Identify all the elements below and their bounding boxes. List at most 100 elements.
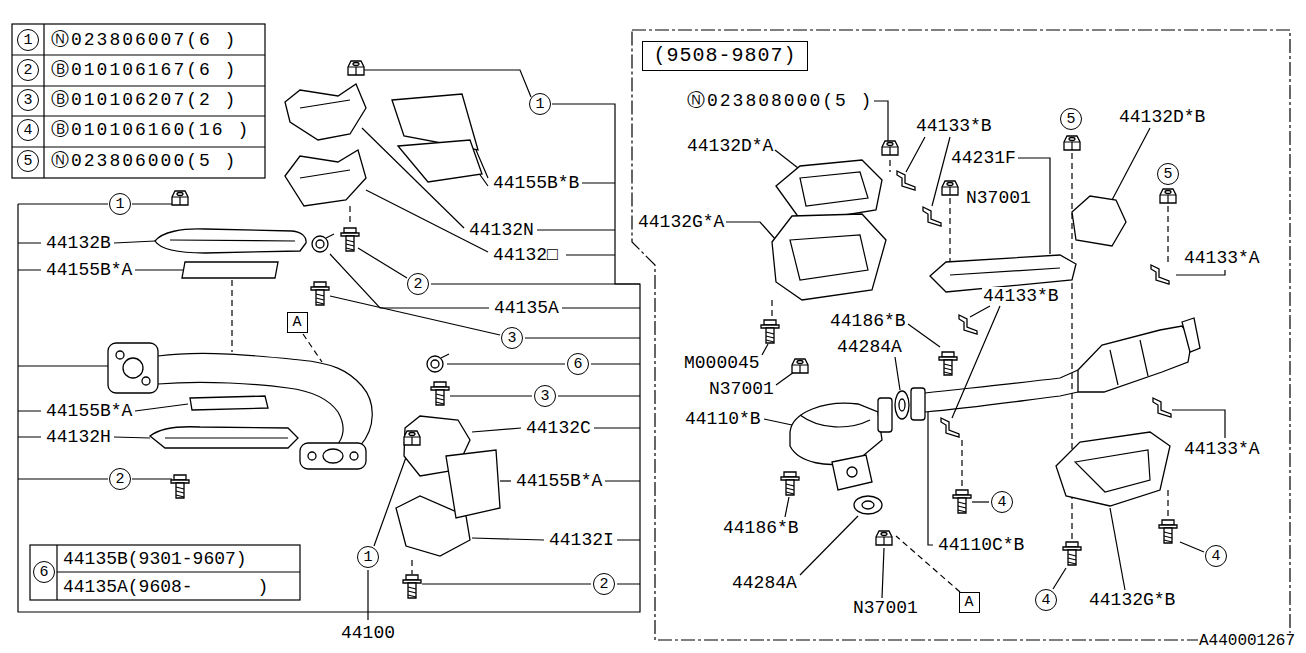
heat-shield (776, 160, 882, 222)
table-grid (12, 24, 265, 178)
callout-circle: 1 (529, 93, 551, 115)
fastener (1063, 542, 1081, 565)
callout-circle: 4 (991, 491, 1013, 513)
fastener (941, 418, 959, 437)
exhaust-manifold (116, 351, 124, 359)
leader-line (895, 357, 900, 390)
catalytic-converter (832, 455, 872, 490)
leader-line (500, 480, 511, 481)
fastener (172, 191, 188, 205)
heat-shield (800, 172, 868, 206)
leader-line (785, 497, 789, 517)
leader-line (1176, 270, 1225, 275)
callout-circle: 1 (17, 29, 39, 51)
period-text: (9508-9807) (653, 46, 796, 66)
callout-circle: 2 (17, 59, 39, 81)
leader-line (114, 241, 155, 243)
fastener (1160, 189, 1176, 203)
part-number: 44132□ (492, 246, 559, 264)
callout-circle: 1 (109, 193, 131, 215)
fastener (882, 141, 898, 155)
pipe-clamp (431, 360, 439, 368)
pipe-clamp (441, 354, 449, 358)
fastener (781, 472, 799, 495)
fastener (431, 382, 449, 405)
part-number: 44155B*B (492, 174, 580, 192)
table-grid (12, 24, 300, 600)
callout-circle: 5 (17, 150, 39, 172)
heat-shield (772, 214, 886, 300)
diagram-code: A440001267 (1198, 633, 1296, 649)
leader-line (472, 538, 544, 540)
part-number: 44132G*A (637, 213, 725, 231)
leader-line (362, 70, 531, 97)
fastener (792, 359, 808, 373)
catalytic-converter (1110, 340, 1148, 385)
leader-line (349, 206, 350, 226)
insulator-sheet (190, 396, 268, 410)
heat-shield (150, 427, 298, 448)
period-box: (9508-9807) (642, 41, 808, 71)
leader-line (726, 222, 776, 240)
table-cell: Ⓑ010106167(6 ) (50, 61, 238, 79)
fastener (404, 431, 420, 445)
table-grid (57, 545, 300, 600)
callout-circle: 5 (1157, 163, 1179, 185)
region-outline (632, 30, 1290, 640)
heat-shield (285, 84, 366, 140)
callout-circle: 6 (33, 561, 55, 583)
table-cell: Ⓑ010106160(16 ) (50, 121, 251, 139)
exhaust-manifold (308, 452, 316, 460)
part-number: 44135A (493, 299, 560, 317)
callout-circle: 2 (593, 573, 615, 595)
leader-line (771, 300, 772, 318)
callout-number: 6 (39, 565, 48, 580)
reference-box: A (287, 312, 308, 333)
fastener (1153, 398, 1171, 417)
heat-shield (285, 150, 366, 206)
part-number: 44133*A (1183, 440, 1261, 458)
fastener (939, 352, 957, 375)
table-cell: 44135A(9608- ) (62, 578, 269, 596)
callout-number: 1 (535, 97, 544, 112)
exhaust-manifold (323, 449, 343, 463)
bracket-line (18, 104, 640, 612)
leader-line (1180, 542, 1204, 552)
fastener (171, 61, 1177, 598)
callout-number: 1 (115, 197, 124, 212)
fastener (311, 282, 329, 305)
part-number: N37001 (852, 599, 919, 617)
callout-number: 1 (23, 33, 32, 48)
exhaust-manifold (350, 452, 358, 460)
callout-number: 4 (1041, 593, 1050, 608)
fastener (761, 320, 779, 343)
exhaust-manifold (300, 443, 366, 469)
leader-line (952, 306, 1000, 418)
insulator-sheet (446, 450, 500, 518)
part-number: 44132D*B (1118, 108, 1206, 126)
callout-circle: 1 (357, 546, 379, 568)
callout-circle: 2 (109, 468, 131, 490)
callout-number: 4 (997, 495, 1006, 510)
exhaust-manifold (158, 382, 343, 446)
callout-number: 6 (573, 357, 582, 372)
gasket (862, 501, 874, 509)
callout-number: 5 (23, 154, 32, 169)
part-number: 44231F (950, 149, 1017, 167)
catalytic-converter (790, 318, 1200, 490)
leader-line (928, 412, 933, 545)
table-cell: Ⓑ010106207(2 ) (50, 91, 238, 109)
leader-line (882, 548, 884, 598)
catalytic-converter (911, 388, 925, 420)
table-cell: Ⓝ023806000(5 ) (50, 152, 238, 170)
part-number: 44186*B (829, 312, 907, 330)
part-number: 44100 (340, 624, 396, 642)
callout-circle: 3 (17, 89, 39, 111)
insulator-sheet (398, 140, 482, 182)
leader-line (135, 404, 188, 411)
catalytic-converter (1182, 318, 1200, 352)
pipe-clamp (427, 356, 443, 372)
part-number: 44110C*B (937, 536, 1025, 554)
callout-circle: 6 (567, 353, 589, 375)
leader-line (762, 344, 768, 355)
